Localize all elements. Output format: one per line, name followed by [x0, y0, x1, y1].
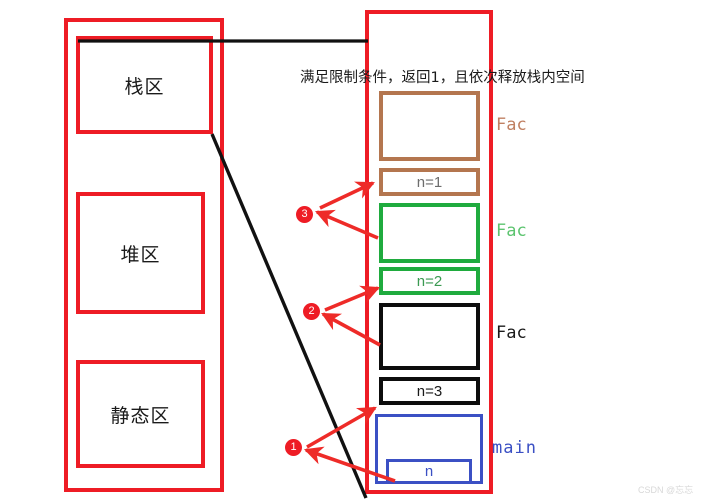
annotation-note: 满足限制条件，返回1，且依次释放栈内空间 — [300, 66, 585, 87]
stack-frame-fac2-body — [379, 203, 480, 263]
stack-frame-fac2-variable-label: n=2 — [416, 272, 443, 290]
stack-frame-fac3-name: Fac — [496, 323, 527, 343]
stack-frame-main-name-label: main — [492, 438, 537, 458]
csdn-watermark-label: CSDN @忘忘 — [638, 485, 694, 495]
stack-frame-main-name: main — [492, 438, 537, 458]
annotation-note-label: 满足限制条件，返回1，且依次释放栈内空间 — [300, 70, 585, 86]
stack-frame-fac1-variable-label: n=1 — [416, 173, 443, 191]
memory-region-static-label: 静态区 — [110, 404, 171, 427]
stack-frame-fac3-body — [379, 303, 480, 370]
memory-region-heap: 堆区 — [76, 192, 205, 314]
stack-frame-fac2-name: Fac — [496, 221, 527, 241]
stack-frame-fac2-name-label: Fac — [496, 221, 527, 241]
step-marker-2: 2 — [303, 303, 320, 320]
step-marker-1-label: 1 — [290, 441, 297, 453]
stack-frame-main-variable: n — [386, 459, 472, 484]
csdn-watermark: CSDN @忘忘 — [638, 483, 693, 496]
stack-frame-fac1-body — [379, 91, 480, 161]
stack-frame-fac3-variable-label: n=3 — [416, 382, 443, 400]
stack-frame-fac2-variable: n=2 — [379, 267, 480, 295]
step-marker-3-label: 3 — [301, 208, 308, 220]
stack-frame-main-variable-label: n — [424, 463, 434, 480]
stack-frame-fac3-name-label: Fac — [496, 323, 527, 343]
stack-frame-fac3-variable: n=3 — [379, 377, 480, 405]
stack-frame-fac1-name: Fac — [496, 115, 527, 135]
step-marker-1: 1 — [285, 439, 302, 456]
stack-frame-fac1-name-label: Fac — [496, 115, 527, 135]
memory-region-stack-label: 栈区 — [124, 75, 165, 98]
step-marker-2-label: 2 — [308, 305, 315, 317]
step-marker-3: 3 — [296, 206, 313, 223]
stack-frame-fac1-variable: n=1 — [379, 168, 480, 196]
memory-region-heap-label: 堆区 — [120, 243, 161, 266]
memory-region-stack: 栈区 — [76, 36, 213, 134]
memory-region-static: 静态区 — [76, 360, 205, 468]
